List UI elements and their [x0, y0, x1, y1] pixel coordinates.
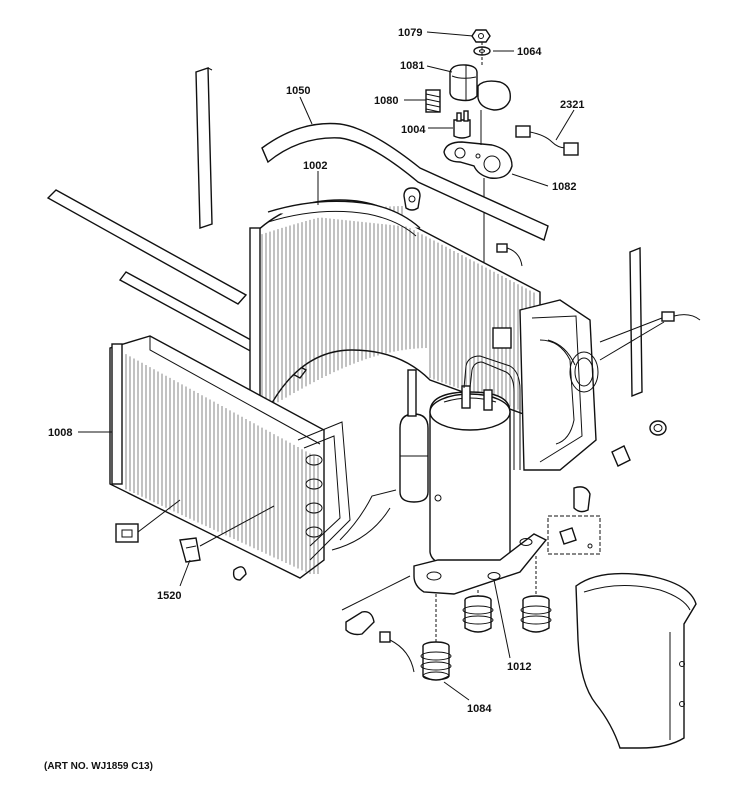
- side-coil-fins: [125, 354, 319, 574]
- callout-labels: 1079 1064 1081 1080 1004 2321 1050 1082 …: [48, 27, 584, 715]
- base-plate-1012: [413, 533, 548, 595]
- condenser-coil-1002: [249, 199, 541, 421]
- callout-1080: 1080: [374, 95, 398, 107]
- callout-1050: 1050: [286, 85, 310, 97]
- right-vertical-rail: [629, 246, 643, 398]
- callout-1002: 1002: [303, 160, 327, 172]
- rubber-mount-left: [420, 641, 452, 681]
- callout-1012: 1012: [507, 661, 531, 673]
- clip-right: [611, 445, 631, 467]
- overload-cover-1081: [449, 64, 511, 111]
- clip-small: [232, 566, 247, 581]
- valve-assembly: [492, 299, 599, 471]
- vertical-rail: [195, 67, 213, 229]
- grommet-top: [403, 187, 421, 211]
- spring-1080: [425, 89, 441, 113]
- clip-left: [115, 523, 139, 543]
- callout-2321: 2321: [560, 99, 584, 111]
- bracket-1520: [179, 537, 201, 563]
- top-curved-rail-1050: [261, 122, 549, 241]
- wire-harness-2321: [515, 125, 579, 156]
- connector-coil-top: [496, 243, 523, 267]
- discharge-tube: [463, 355, 521, 470]
- callout-1079: 1079: [398, 27, 422, 39]
- compressor: [429, 385, 511, 569]
- accumulator: [399, 369, 429, 503]
- callout-1520: 1520: [157, 590, 181, 602]
- leader-lines: [78, 31, 575, 701]
- wire-connector-bottom: [379, 631, 415, 673]
- compressor-shroud: [575, 572, 697, 749]
- rubber-mount-right: [520, 595, 552, 633]
- wire-connector-right: [661, 311, 701, 322]
- dashed-box-part: [547, 515, 601, 555]
- callout-1004: 1004: [401, 124, 426, 136]
- art-number: (ART NO. WJ1859 C13): [44, 761, 153, 772]
- callout-1064: 1064: [517, 46, 542, 58]
- callout-1084: 1084: [467, 703, 492, 715]
- side-coil-tubing: [297, 421, 397, 561]
- capacitor-clip: [573, 486, 591, 513]
- side-condenser-coil-1008: [109, 335, 325, 579]
- grommet-right: [649, 420, 667, 436]
- sleeve: [345, 611, 375, 636]
- rubber-mount-mid: [462, 595, 494, 633]
- rail-top-long: [46, 189, 248, 305]
- terminal-block-1004: [453, 110, 471, 139]
- nut-1079: [471, 29, 491, 43]
- callout-1081: 1081: [400, 60, 424, 72]
- callout-1082: 1082: [552, 181, 576, 193]
- bracket-plate-1082: [443, 141, 513, 179]
- callout-1008: 1008: [48, 427, 72, 439]
